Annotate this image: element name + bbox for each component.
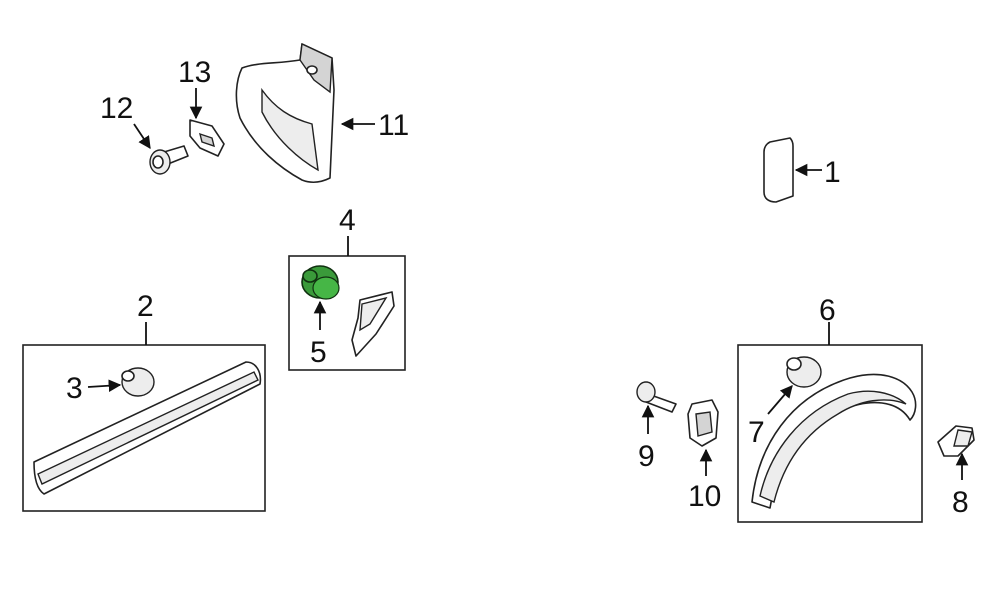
callout-2: 2 (137, 290, 154, 323)
part-2-molding[interactable] (33, 361, 262, 495)
callout-5: 5 (310, 336, 327, 369)
callout-9: 9 (638, 440, 655, 473)
part-7-clip[interactable] (786, 356, 822, 388)
callout-4: 4 (339, 204, 356, 237)
callout-8: 8 (952, 486, 969, 519)
group-2-frame (22, 322, 266, 512)
part-13-clip-nut[interactable] (189, 119, 225, 157)
part-3-clip[interactable] (121, 367, 155, 397)
part-9-bolt[interactable] (636, 381, 677, 413)
leader-7 (767, 385, 793, 415)
callout-11: 11 (378, 109, 409, 142)
callout-13: 13 (178, 56, 211, 89)
part-5-clip-highlighted[interactable] (301, 265, 340, 300)
callout-10: 10 (688, 480, 721, 513)
part-8-push-pin[interactable] (937, 425, 975, 457)
part-10-clip[interactable] (687, 399, 719, 447)
part-11-mud-flap[interactable] (235, 42, 335, 183)
callout-7: 7 (748, 416, 765, 449)
group-6-frame (737, 322, 923, 523)
group-4-frame (288, 236, 406, 371)
callout-12: 12 (100, 92, 133, 125)
callout-3: 3 (66, 372, 83, 405)
callout-6: 6 (819, 294, 836, 327)
callout-1: 1 (824, 156, 841, 189)
leader-3 (87, 379, 122, 392)
part-12-bolt[interactable] (149, 145, 189, 175)
part-1-pad[interactable] (763, 137, 794, 203)
part-6-fender-flare[interactable] (751, 373, 917, 509)
leader-12 (133, 123, 151, 150)
bracket-part-4[interactable] (351, 291, 395, 357)
